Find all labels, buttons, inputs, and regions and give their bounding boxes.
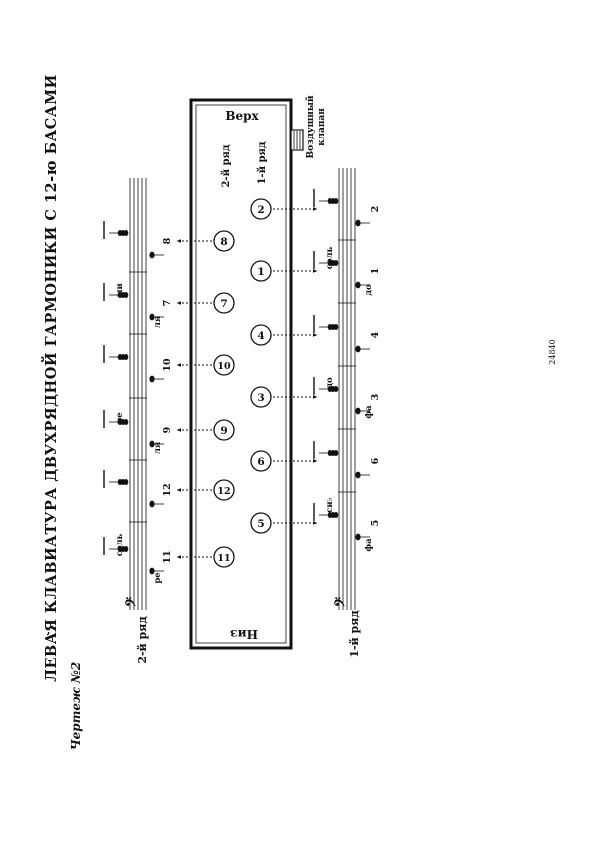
bass-clef-icon: 𝄢 — [123, 596, 142, 607]
row1-buttons: 2 1 4 3 6 5 — [250, 198, 272, 534]
air-valve-label-2: клапан — [317, 108, 327, 146]
button-number: 5 — [257, 518, 264, 530]
row1-button-3: 3 — [250, 386, 272, 408]
button-circle — [250, 450, 272, 472]
chord-note-icon — [123, 546, 129, 552]
row1-bass-name: фа — [364, 405, 374, 419]
row1-button-2: 2 — [250, 198, 272, 220]
button-circle — [213, 230, 235, 252]
row2-button-10: 10 — [213, 354, 235, 376]
button-circle — [213, 419, 235, 441]
button-circle — [213, 546, 235, 568]
row2-button-7: 7 — [213, 292, 235, 314]
chord-note-icon — [333, 450, 339, 456]
row2-button-8: 8 — [213, 230, 235, 252]
row2-button-9: 9 — [213, 419, 235, 441]
row1-bass-name: до — [364, 284, 374, 296]
button-number: 8 — [220, 236, 227, 248]
page-title: ЛЕВАЯ КЛАВИАТУРА ДВУХРЯДНОЙ ГАРМОНИКИ С … — [41, 74, 60, 682]
button-number: 12 — [217, 486, 230, 497]
row1-bass-name: си♭ — [325, 497, 335, 513]
keyboard-top-label: Верх — [225, 109, 259, 123]
row2-bass-name: ре — [153, 572, 163, 584]
chord-note-icon — [123, 479, 129, 485]
row2-number-7: 7 — [162, 300, 173, 307]
chord-note-icon — [123, 419, 129, 425]
button-number: 10 — [217, 361, 231, 372]
row2-staff: 𝄢 ми ля ре ля соль ре — [103, 178, 164, 610]
button-number: 1 — [257, 266, 264, 278]
air-valve-label-1: Воздушный — [305, 95, 316, 158]
chord-note-icon — [333, 324, 339, 330]
row2-number-10: 10 — [162, 358, 173, 372]
button-circle — [213, 479, 235, 501]
row1-header: 1-й ряд — [257, 141, 268, 184]
button-number: 4 — [257, 330, 264, 342]
row1-bass-name: фа — [364, 538, 374, 552]
page-code: 24840 — [548, 339, 557, 364]
tick-mark: ʼ — [46, 630, 50, 644]
chord-note-icon — [333, 198, 339, 204]
row2-bass-name: ре — [115, 412, 125, 424]
row1-number-4: 4 — [370, 331, 381, 338]
row2-number-12: 12 — [162, 483, 173, 496]
row2-bass-name: соль — [115, 533, 125, 556]
button-circle — [250, 198, 272, 220]
chord-note-icon — [123, 354, 129, 360]
button-number: 7 — [220, 298, 227, 310]
chord-note-icon — [123, 292, 129, 298]
bass-clef-icon: 𝄢 — [332, 596, 351, 607]
drawing-caption: Чертеж №2 — [69, 662, 83, 751]
row1-staff: 𝄢 соль до до фа си♭ фа — [313, 168, 374, 610]
row2-bass-name: ля — [153, 442, 163, 454]
row1-button-5: 5 — [250, 512, 272, 534]
row2-button-12: 12 — [213, 479, 235, 501]
button-number: 3 — [257, 392, 264, 404]
row1-number-6: 6 — [370, 457, 381, 464]
row2-bass-name: ля — [153, 316, 163, 328]
keyboard-body — [189, 98, 293, 650]
row2-number-11: 11 — [162, 550, 173, 563]
row2-button-11: 11 — [213, 546, 235, 568]
row1-bass-name: соль — [325, 246, 335, 269]
keyboard-frame-inner — [195, 104, 287, 644]
button-circle — [250, 386, 272, 408]
button-circle — [213, 354, 235, 376]
button-circle — [250, 324, 272, 346]
air-valve: Воздушный клапан — [290, 95, 327, 159]
row2-number-9: 9 — [162, 426, 173, 433]
row2-bass-name: ми — [115, 282, 125, 296]
row1-arrows: 2 1 4 3 6 5 — [273, 206, 381, 527]
chord-note-icon — [123, 230, 129, 236]
chord-note-icon — [333, 386, 339, 392]
row2-label: 2-й ряд — [136, 616, 149, 663]
keyboard-frame-outer — [189, 98, 293, 650]
row1-button-1: 1 — [250, 260, 272, 282]
button-number: 6 — [257, 456, 264, 468]
button-number: 2 — [257, 204, 264, 216]
row2-buttons: 8 7 10 9 12 11 — [213, 230, 235, 568]
row1-bass-name: до — [325, 377, 335, 389]
button-number: 9 — [220, 425, 227, 437]
chord-note-icon — [333, 260, 339, 266]
row2-number-8: 8 — [162, 237, 173, 244]
chord-note-icon — [333, 512, 339, 518]
row1-number-1: 1 — [370, 268, 381, 275]
button-circle — [213, 292, 235, 314]
row2-arrows: 8 7 10 9 12 11 — [162, 237, 212, 564]
row1-number-2: 2 — [370, 206, 381, 213]
row1-number-3: 3 — [370, 394, 381, 401]
row1-number-5: 5 — [370, 520, 381, 527]
button-number: 11 — [217, 553, 230, 564]
row2-header: 2-й ряд — [221, 144, 232, 187]
button-circle — [250, 260, 272, 282]
keyboard-bottom-label: Низ — [230, 627, 258, 641]
row1-button-6: 6 — [250, 450, 272, 472]
row1-label: 1-й ряд — [348, 610, 361, 657]
row1-button-4: 4 — [250, 324, 272, 346]
button-circle — [250, 512, 272, 534]
